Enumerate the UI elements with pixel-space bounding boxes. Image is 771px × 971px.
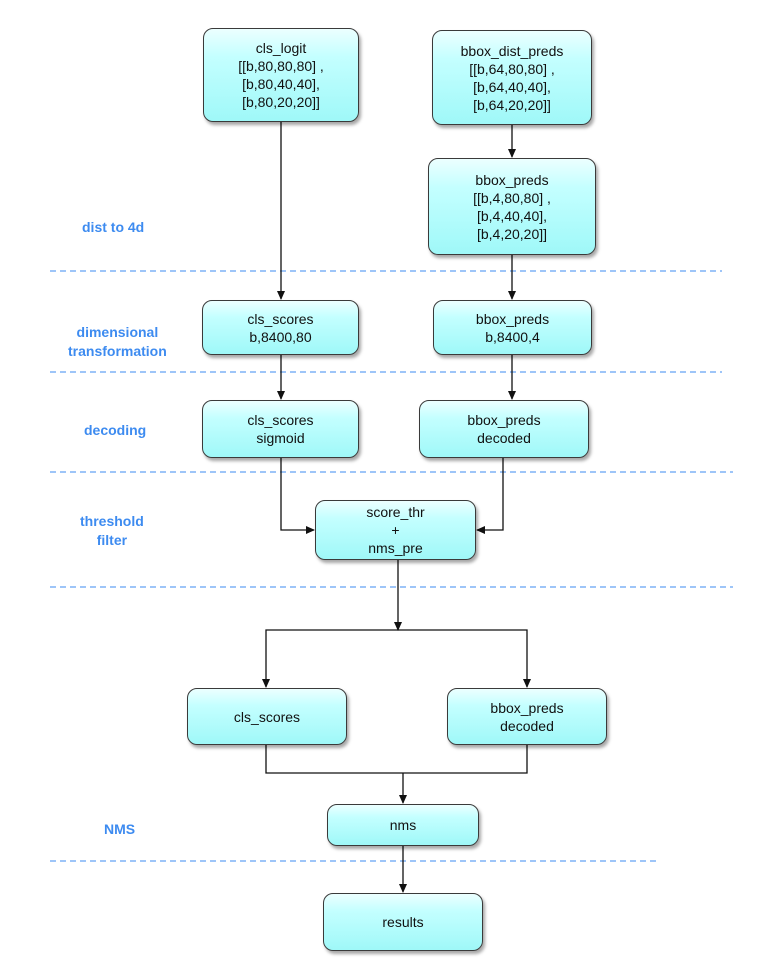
node-text-line: b,8400,4 bbox=[485, 328, 540, 345]
node-text-line: [b,64,40,40], bbox=[473, 78, 551, 95]
node-text-line: bbox_dist_preds bbox=[460, 42, 564, 59]
stage-label-line: dimensional bbox=[76, 324, 159, 340]
stage-label-dist-to-4d: dist to 4d bbox=[82, 218, 144, 237]
node-text-line: bbox_preds bbox=[475, 171, 549, 188]
stage-label-line: filter bbox=[96, 532, 128, 548]
node-cls-scores-out: cls_scores bbox=[187, 688, 347, 745]
node-text-line: [b,4,20,20]] bbox=[476, 225, 548, 242]
node-text-line: [[b,80,80,80] , bbox=[238, 58, 324, 74]
edge-merge-left bbox=[265, 745, 403, 774]
node-text-line: results bbox=[382, 914, 424, 930]
node-text-line: b,8400,80 bbox=[249, 328, 312, 345]
node-text-line: bbox_preds bbox=[467, 412, 541, 428]
stage-label-decoding: decoding bbox=[84, 421, 146, 440]
node-bbox-preds-4d: bbox_preds[[b,4,80,80] ,[b,4,40,40],[b,4… bbox=[428, 158, 596, 255]
node-results: results bbox=[323, 893, 483, 951]
stage-label-line: threshold bbox=[80, 513, 144, 529]
node-text-line: sigmoid bbox=[256, 430, 305, 446]
node-text-line: decoded bbox=[477, 430, 531, 446]
stage-label-threshold-filter: threshold filter bbox=[80, 512, 144, 550]
node-nms: nms bbox=[327, 804, 479, 846]
stage-label-dimensional-transformation: dimensional transformation bbox=[68, 323, 167, 361]
stage-label-nms: NMS bbox=[104, 820, 135, 839]
node-bbox-dist-preds: bbox_dist_preds[[b,64,80,80] ,[b,64,40,4… bbox=[432, 30, 592, 125]
node-text-line: [b,80,20,20]] bbox=[242, 94, 320, 110]
stage-label-text: dist to 4d bbox=[82, 219, 145, 235]
node-text-line: nms_pre bbox=[368, 540, 423, 556]
node-cls-logit: cls_logit [[b,80,80,80] , [b,80,40,40], [b,… bbox=[203, 28, 359, 122]
node-text-line: [b,80,40,40], bbox=[242, 76, 320, 92]
node-text-line: cls_scores bbox=[233, 708, 301, 725]
stage-label-text: decoding bbox=[84, 422, 147, 438]
node-text-line: cls_scores bbox=[247, 310, 314, 327]
stage-label-text: NMS bbox=[104, 821, 136, 837]
node-text-line: score_thr bbox=[366, 504, 425, 520]
edge-split-left bbox=[262, 629, 398, 688]
edge-bbox-decoded-to-threshold bbox=[476, 458, 504, 534]
node-text-line: decoded bbox=[500, 717, 554, 734]
edge-merge-right bbox=[403, 745, 528, 774]
node-text-line: cls_logit bbox=[255, 40, 307, 56]
node-text-line: [[b,64,80,80] , bbox=[469, 60, 555, 77]
node-text-line: cls_scores bbox=[247, 412, 314, 428]
stage-label-line: transformation bbox=[68, 343, 167, 359]
node-text-line: bbox_preds bbox=[490, 699, 564, 716]
node-text-line: [b,4,40,40], bbox=[476, 207, 548, 224]
node-score-thr-nms-pre: score_thr + nms_pre bbox=[315, 500, 476, 560]
node-text-line: bbox_preds bbox=[475, 310, 550, 327]
node-text-line: [[b,4,80,80] , bbox=[473, 189, 551, 206]
edge-cls-sigmoid-to-threshold bbox=[280, 458, 315, 534]
node-text-line: nms bbox=[389, 817, 417, 833]
edge-split-right bbox=[398, 629, 531, 688]
node-text-line: [b,64,20,20]] bbox=[473, 96, 551, 113]
node-text-line: + bbox=[391, 522, 400, 538]
